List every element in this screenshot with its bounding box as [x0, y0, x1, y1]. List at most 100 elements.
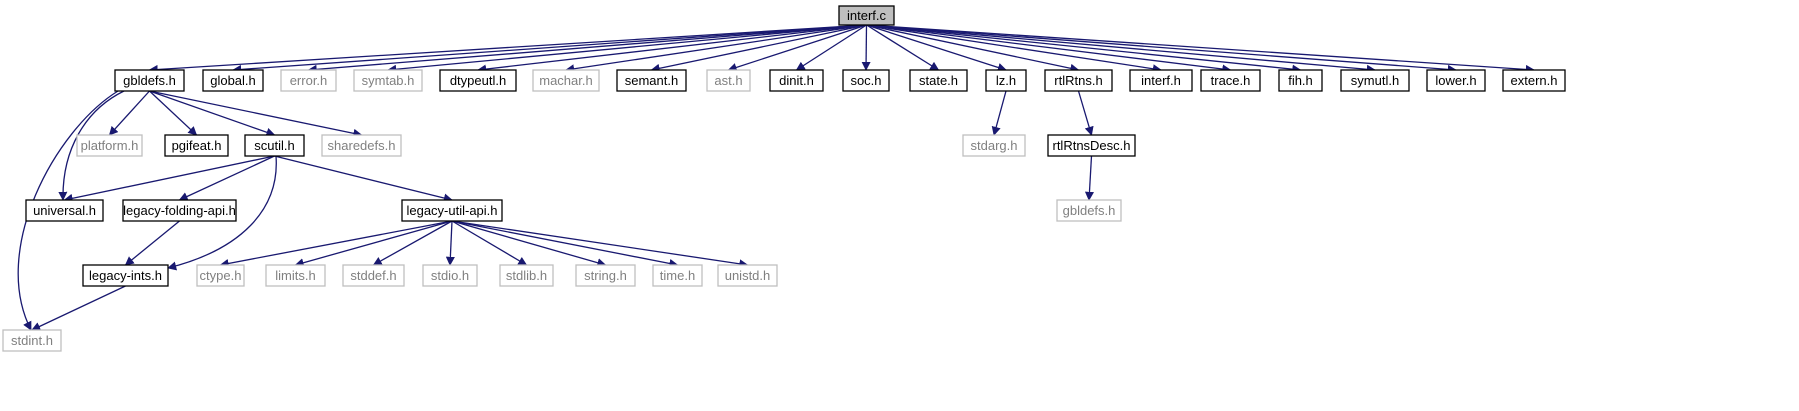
node-legacy_folding_api_h[interactable]: legacy-folding-api.h [122, 199, 237, 222]
edge-scutil_h-to-legacy_ints_h [167, 155, 277, 271]
node-machar_h: machar.h [532, 69, 600, 92]
node-box [265, 264, 326, 287]
node-box [1426, 69, 1486, 92]
node-soc_h[interactable]: soc.h [842, 69, 890, 92]
edge-interf_c-to-soc_h [861, 24, 871, 71]
node-box [962, 134, 1026, 157]
node-scutil_h[interactable]: scutil.h [244, 134, 305, 157]
node-box [1502, 69, 1566, 92]
edge-scutil_h-to-legacy_util_api_h [274, 155, 453, 203]
edge-interf_c-to-symutl_h [866, 24, 1376, 74]
edge-legacy_util_api_h-to-ctype_h [219, 220, 453, 268]
edge-scutil_h-to-universal_h [63, 155, 275, 203]
node-label: scutil.h [254, 138, 294, 153]
node-interf_h[interactable]: interf.h [1129, 69, 1193, 92]
edge-legacy_util_api_h-to-unistd_h [451, 220, 749, 269]
edge-interf_c-to-trace_h [866, 24, 1232, 74]
node-legacy_ints_h[interactable]: legacy-ints.h [82, 264, 169, 287]
node-dinit_h[interactable]: dinit.h [769, 69, 824, 92]
node-box [196, 264, 245, 287]
node-box [532, 69, 600, 92]
edge-layer [17, 24, 1535, 331]
node-dtypeutl_h[interactable]: dtypeutl.h [439, 69, 517, 92]
node-box [321, 134, 402, 157]
edge-legacy_util_api_h-to-time_h [451, 220, 679, 268]
node-global_h[interactable]: global.h [202, 69, 264, 92]
node-label: universal.h [33, 203, 96, 218]
edge-gbldefs_h-to-stdint_h [17, 90, 119, 331]
node-state_h[interactable]: state.h [909, 69, 968, 92]
node-stddef_h: stddef.h [342, 264, 405, 287]
node-box [909, 69, 968, 92]
edge-legacy_util_api_h-to-stdio_h [445, 220, 455, 266]
edge-rtlRtnsDesc_h-to-gbldefs_h_2 [1084, 155, 1095, 201]
edge-interf_c-to-semant_h [650, 24, 867, 73]
node-stdint_h: stdint.h [2, 329, 62, 352]
node-label: dinit.h [779, 73, 814, 88]
node-label: limits.h [275, 268, 315, 283]
node-gbldefs_h[interactable]: gbldefs.h [114, 69, 185, 92]
edge-interf_c-to-global_h [232, 24, 867, 74]
node-label: error.h [290, 73, 328, 88]
node-symutl_h[interactable]: symutl.h [1340, 69, 1410, 92]
node-pgifeat_h[interactable]: pgifeat.h [164, 134, 229, 157]
node-rtlRtnsDesc_h[interactable]: rtlRtnsDesc.h [1047, 134, 1136, 157]
node-box [439, 69, 517, 92]
node-label: legacy-util-api.h [406, 203, 497, 218]
node-label: lz.h [996, 73, 1016, 88]
node-box [652, 264, 703, 287]
node-label: trace.h [1211, 73, 1251, 88]
node-box [1056, 199, 1122, 222]
node-box [838, 5, 895, 26]
node-label: symutl.h [1351, 73, 1399, 88]
edge-interf_c-to-lz_h [866, 24, 1007, 72]
node-ctype_h: ctype.h [196, 264, 245, 287]
edge-interf_c-to-lower_h [866, 24, 1457, 74]
node-label: unistd.h [725, 268, 771, 283]
node-box [1278, 69, 1323, 92]
edge-interf_c-to-gbldefs_h [148, 24, 867, 75]
edge-rtlRtns_h-to-rtlRtnsDesc_h [1077, 90, 1094, 136]
node-rtlRtns_h[interactable]: rtlRtns.h [1044, 69, 1113, 92]
node-lower_h[interactable]: lower.h [1426, 69, 1486, 92]
edge-interf_c-to-machar_h [565, 24, 867, 74]
edge-gbldefs_h-to-sharedefs_h [149, 90, 363, 138]
node-label: symtab.h [362, 73, 415, 88]
edge-gbldefs_h-to-pgifeat_h [149, 90, 198, 136]
edge-legacy_util_api_h-to-limits_h [294, 220, 453, 268]
node-lz_h[interactable]: lz.h [985, 69, 1027, 92]
node-box [616, 69, 687, 92]
node-label: platform.h [81, 138, 139, 153]
edge-legacy_ints_h-to-stdint_h [31, 285, 126, 331]
node-universal_h[interactable]: universal.h [25, 199, 104, 222]
node-label: time.h [660, 268, 695, 283]
node-label: dtypeutl.h [450, 73, 506, 88]
node-semant_h[interactable]: semant.h [616, 69, 687, 92]
node-extern_h[interactable]: extern.h [1502, 69, 1566, 92]
node-label: rtlRtnsDesc.h [1052, 138, 1130, 153]
node-box [2, 329, 62, 352]
edge-legacy_util_api_h-to-string_h [451, 220, 607, 268]
node-stdarg_h: stdarg.h [962, 134, 1026, 157]
edge-legacy_util_api_h-to-stddef_h [372, 220, 453, 266]
node-box [401, 199, 503, 222]
node-box [202, 69, 264, 92]
node-label: legacy-ints.h [89, 268, 162, 283]
edge-interf_c-to-ast_h [727, 24, 867, 72]
node-legacy_util_api_h[interactable]: legacy-util-api.h [401, 199, 503, 222]
node-label: stdint.h [11, 333, 53, 348]
node-limits_h: limits.h [265, 264, 326, 287]
node-string_h: string.h [575, 264, 636, 287]
node-label: gbldefs.h [123, 73, 176, 88]
node-trace_h[interactable]: trace.h [1200, 69, 1261, 92]
node-fih_h[interactable]: fih.h [1278, 69, 1323, 92]
node-label: stdlib.h [506, 268, 547, 283]
node-box [1340, 69, 1410, 92]
node-stdlib_h: stdlib.h [499, 264, 554, 287]
node-label: ast.h [714, 73, 742, 88]
edge-gbldefs_h-to-universal_h [58, 90, 125, 201]
node-label: interf.h [1141, 73, 1181, 88]
node-label: soc.h [850, 73, 881, 88]
edge-lz_h-to-stdarg_h [991, 90, 1007, 136]
node-interf_c[interactable]: interf.c [838, 5, 895, 26]
